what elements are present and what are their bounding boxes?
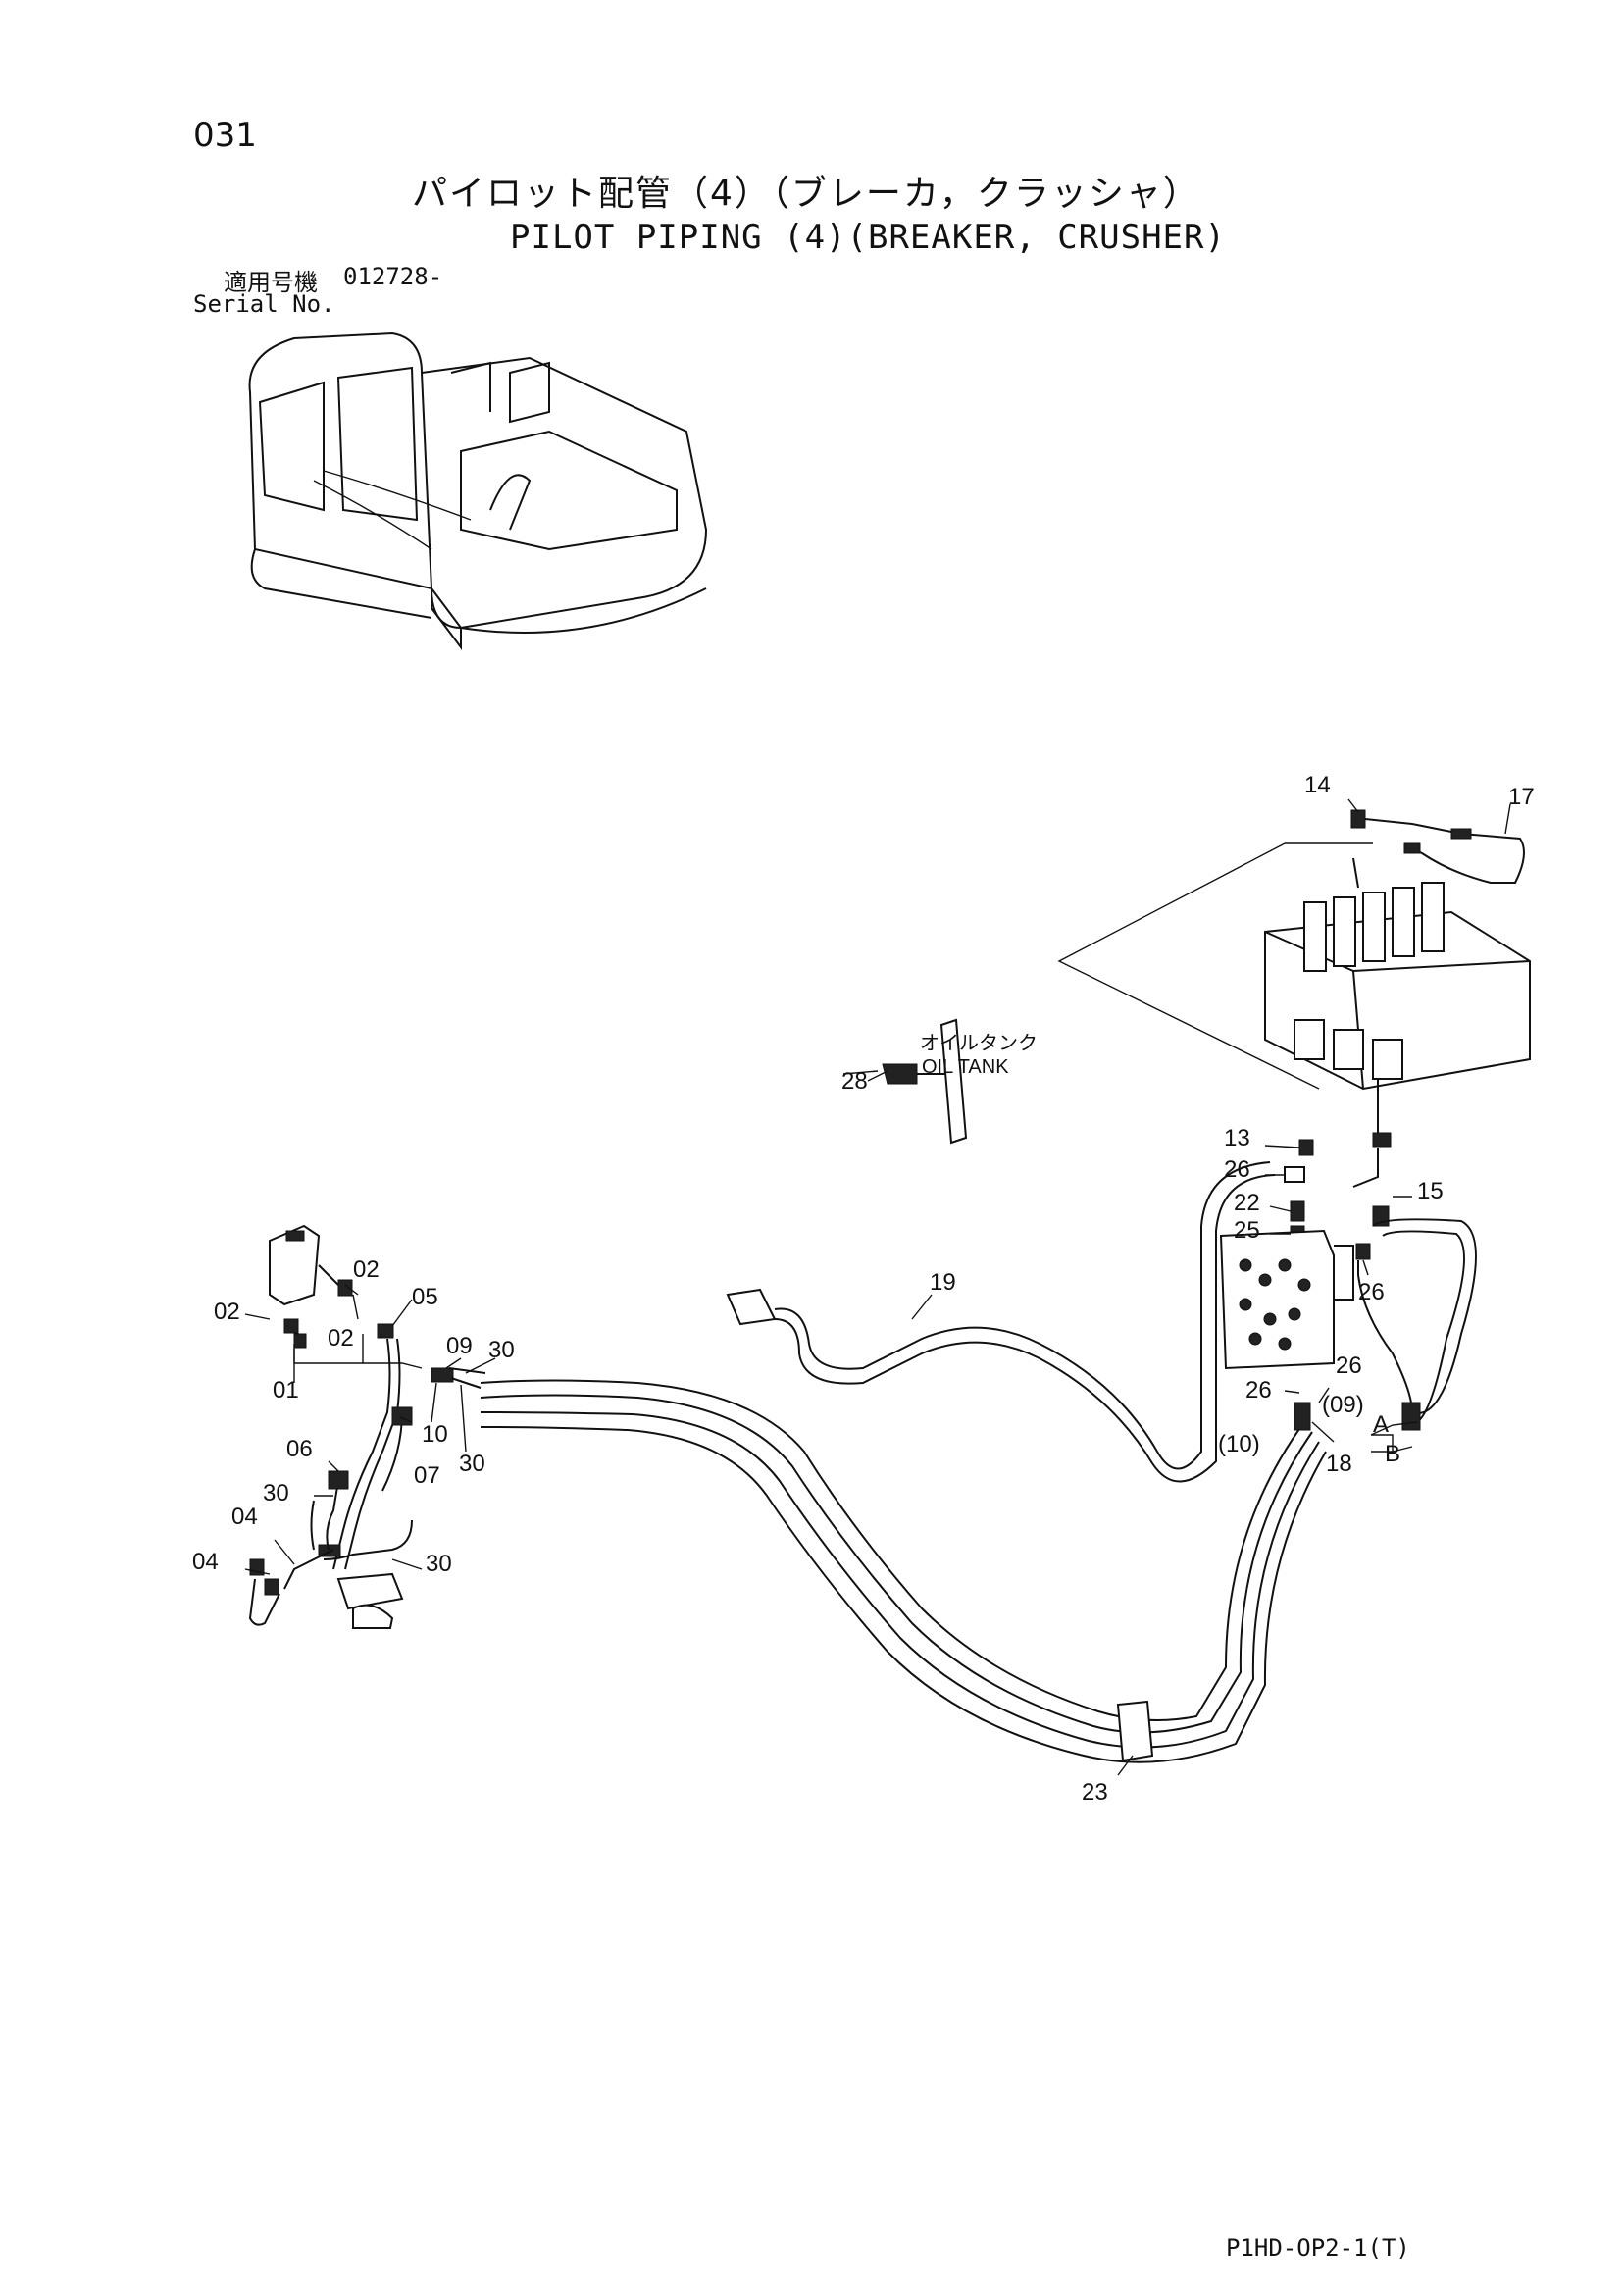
callout-30-d: 30	[426, 1551, 452, 1577]
oil-tank-label-japanese: オイルタンク	[920, 1032, 1038, 1054]
left-lower-valve	[248, 1406, 413, 1629]
title-japanese: パイロット配管（4）（ブレーカ，クラッシャ）	[412, 174, 1200, 214]
port-b-label: B	[1385, 1441, 1400, 1467]
hose-17	[1350, 809, 1525, 884]
callout-13: 13	[1224, 1125, 1250, 1151]
reference-line	[1057, 842, 1320, 1090]
serial-code: 012728-	[343, 263, 443, 290]
callout-09-paren: (09)	[1322, 1392, 1364, 1418]
callout-19: 19	[930, 1269, 956, 1296]
callout-04-b: 04	[192, 1549, 219, 1575]
callout-04-a: 04	[231, 1504, 258, 1530]
callout-25: 25	[1234, 1217, 1260, 1244]
callout-leaders	[244, 798, 1511, 1776]
callout-17: 17	[1508, 784, 1535, 810]
callout-23: 23	[1082, 1779, 1108, 1806]
callout-30-a: 30	[488, 1337, 515, 1363]
callout-02-c: 02	[328, 1325, 354, 1352]
page-number: 031	[193, 116, 257, 155]
oil-tank-label-english: OIL TANK	[922, 1056, 1009, 1078]
title-english: PILOT PIPING (4)(BREAKER, CRUSHER)	[510, 218, 1226, 257]
serial-label-english: Serial No.	[193, 290, 335, 318]
callout-10-paren: (10)	[1218, 1431, 1260, 1457]
callout-22: 22	[1234, 1190, 1260, 1216]
callout-05: 05	[412, 1284, 438, 1310]
hose-30-left	[323, 1367, 486, 1560]
callout-02-a: 02	[353, 1256, 380, 1283]
hose-right-loop	[1352, 1132, 1477, 1431]
pilot-manifold	[1219, 1229, 1354, 1370]
callout-26-c: 26	[1336, 1352, 1362, 1379]
callout-09: 09	[446, 1333, 473, 1359]
hoses-23	[480, 1379, 1327, 1763]
hose-19	[726, 1161, 1276, 1483]
callout-30-b: 30	[459, 1451, 485, 1477]
callout-15: 15	[1417, 1178, 1444, 1204]
callout-06: 06	[286, 1436, 313, 1462]
port-a-label: A	[1373, 1411, 1389, 1438]
callout-26-b: 26	[1358, 1279, 1385, 1305]
callout-26-d: 26	[1245, 1377, 1272, 1403]
left-pilot-valve	[269, 1224, 423, 1570]
callout-18: 18	[1326, 1451, 1352, 1477]
oil-tank-fitting	[882, 1018, 968, 1145]
fitting-stack	[1284, 1139, 1390, 1260]
callout-07: 07	[414, 1462, 440, 1489]
control-valve-block	[1264, 857, 1531, 1143]
excavator-overview-drawing	[248, 332, 708, 650]
callout-10: 10	[422, 1421, 448, 1448]
callout-02-b: 02	[214, 1299, 240, 1325]
footer-code: P1HD-OP2-1(T)	[1226, 2234, 1410, 2262]
callout-14: 14	[1304, 772, 1331, 798]
callout-28: 28	[841, 1068, 868, 1095]
callout-01: 01	[273, 1377, 299, 1403]
callout-26-a: 26	[1224, 1156, 1250, 1183]
serial-label-japanese: 適用号機	[224, 269, 318, 296]
callout-30-c: 30	[263, 1480, 289, 1506]
